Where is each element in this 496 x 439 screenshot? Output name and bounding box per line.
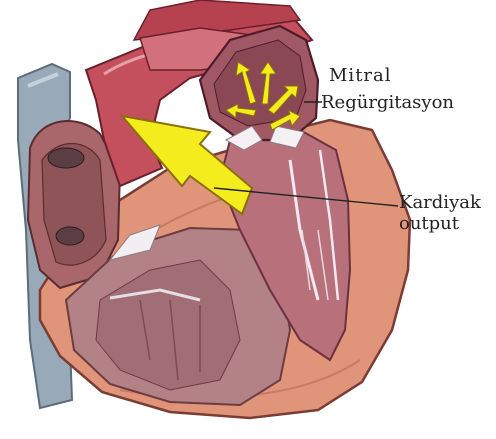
mitral-label-line2: Regürgitasyon (321, 93, 454, 113)
cardiac-label-line1: Kardiyak (399, 193, 481, 213)
cardiac-label-line2: output (399, 214, 459, 234)
mitral-label-line1: Mitral (329, 66, 392, 86)
